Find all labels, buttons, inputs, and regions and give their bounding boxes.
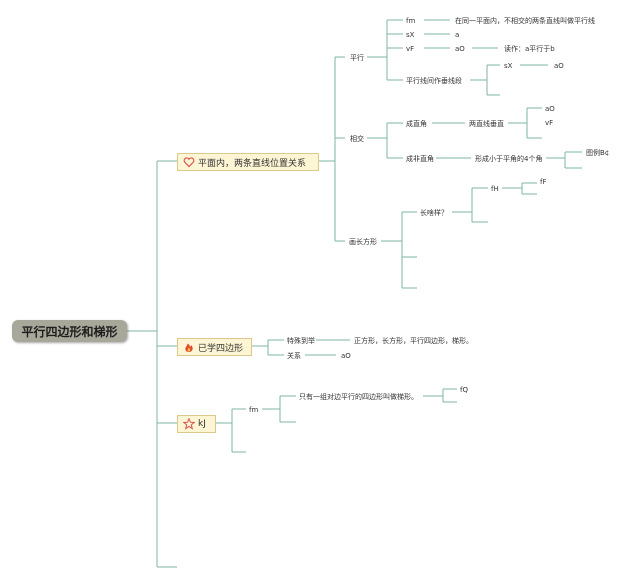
root-node[interactable]: 平行四边形和梯形 (12, 320, 127, 342)
node-parallel-sx-value: a (455, 31, 459, 39)
node-right-angle: 成直角 (406, 119, 427, 128)
node-example: 图例 (586, 148, 600, 157)
node-parallel: 平行 (350, 53, 364, 62)
node-parallel-vf: vF (406, 45, 414, 53)
node-segment-sx: sX (504, 62, 513, 70)
node-parallel-vf-ao: aO (455, 45, 465, 53)
branch-learned-quadrilaterals[interactable]: 已学四边形 (177, 338, 252, 356)
heart-icon (183, 157, 195, 168)
node-special: 特殊到举 (287, 336, 315, 345)
branch-kj-label: kJ (198, 419, 206, 429)
node-parallel-sx: sX (406, 31, 415, 39)
branch-line-relations[interactable]: 平面内，两条直线位置关系 (177, 153, 319, 171)
node-trapezoid-definition: 只有一组对边平行的四边形叫做梯形。 (299, 392, 418, 401)
root-node-label: 平行四边形和梯形 (21, 324, 118, 339)
node-what-look: 长啥样？ (420, 208, 448, 217)
node-two-perpendicular: 两直线垂直 (469, 119, 504, 128)
node-non-right-angle: 成非直角 (406, 154, 434, 163)
star-icon (183, 418, 195, 430)
node-draw-rectangle: 画长方形 (349, 237, 377, 246)
node-ff: fF (540, 178, 547, 186)
node-example-sub: B¢ (600, 149, 609, 157)
node-segment-ao: aO (554, 62, 564, 70)
node-parallel-fm: fm (406, 17, 415, 25)
branch-line-relations-label: 平面内，两条直线位置关系 (198, 158, 307, 169)
node-perpendicular-segment: 平行线间作垂线段 (406, 76, 462, 85)
node-intersect: 相交 (350, 134, 364, 143)
node-parallel-reading: 读作：a平行于b (504, 44, 555, 53)
fire-icon (185, 343, 193, 352)
branch-kj[interactable]: kJ (177, 415, 216, 433)
node-relation: 关系 (287, 351, 301, 360)
node-four-angles: 形成小于平角的4个角 (475, 154, 542, 163)
node-trapezoid-fq: fQ (460, 386, 468, 394)
node-relation-ao: aO (341, 352, 351, 360)
node-fh: fH (491, 185, 499, 193)
node-perpendicular-ao: aO (545, 105, 555, 113)
branch-learned-quadrilaterals-label: 已学四边形 (198, 343, 244, 354)
node-trapezoid-fm: fm (249, 406, 258, 414)
node-special-list: 正方形，长方形，平行四边形，梯形。 (354, 336, 473, 345)
connector-lines (127, 19, 582, 568)
node-perpendicular-vf: vF (545, 119, 553, 127)
node-parallel-definition: 在同一平面内，不相交的两条直线叫做平行线 (455, 16, 595, 25)
